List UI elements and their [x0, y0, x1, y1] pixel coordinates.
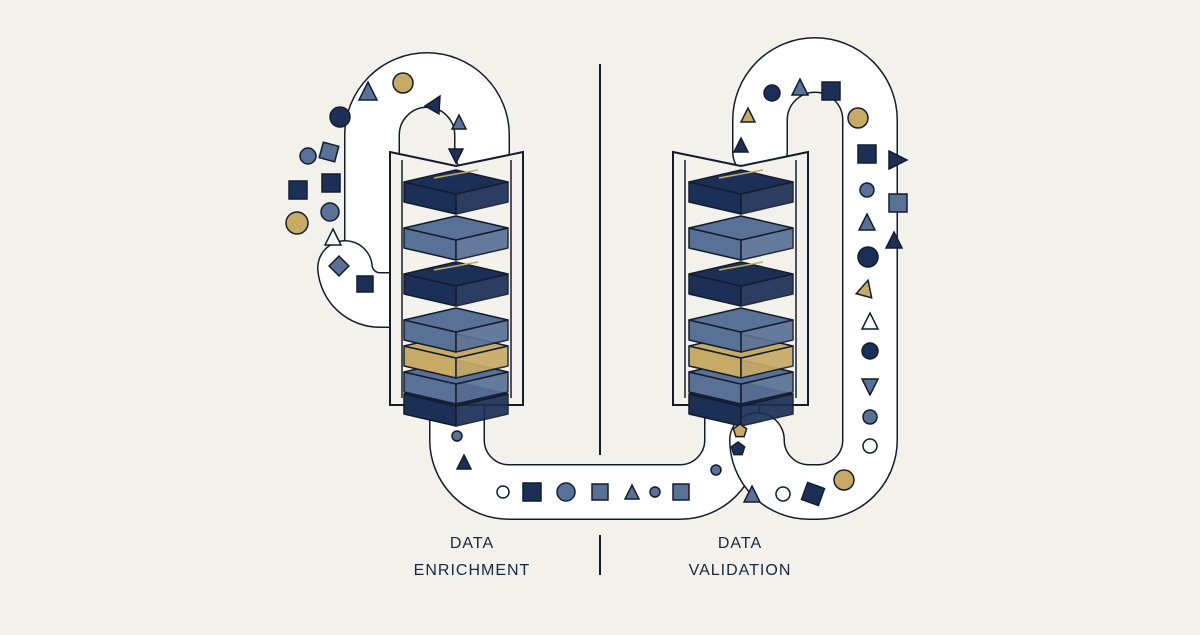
triangle-icon — [323, 227, 343, 246]
circle-icon — [833, 469, 855, 491]
data-tokens — [285, 72, 909, 507]
enrichment-label-line2: ENRICHMENT — [413, 562, 531, 579]
circle-icon — [862, 409, 878, 425]
circle-icon — [496, 485, 510, 499]
diamond-icon — [328, 255, 350, 277]
triangle-icon — [447, 148, 465, 165]
enrichment-label: DATA ENRICHMENT — [362, 530, 582, 584]
enrichment-layer-4 — [403, 307, 509, 353]
square-icon — [356, 275, 374, 293]
circle-icon — [285, 211, 309, 235]
square-icon — [888, 193, 908, 213]
circle-icon — [857, 246, 879, 268]
triangle-icon — [423, 94, 441, 116]
triangle-icon — [854, 278, 873, 299]
circle-icon — [862, 438, 878, 454]
circle-icon — [451, 430, 463, 442]
triangle-icon — [742, 484, 762, 503]
pentagon-icon — [732, 423, 748, 438]
circle-icon — [763, 84, 781, 102]
circle-icon — [847, 107, 869, 129]
pentagon-icon — [730, 441, 746, 456]
triangle-icon — [623, 483, 641, 500]
circle-icon — [329, 106, 351, 128]
square-icon — [591, 483, 609, 501]
circle-icon — [859, 182, 875, 198]
enrichment-stack — [389, 150, 524, 427]
validation-layer-1 — [688, 169, 794, 215]
square-icon — [522, 482, 542, 502]
square-icon — [800, 481, 826, 507]
square-icon — [821, 81, 841, 101]
enrichment-layer-3 — [403, 261, 509, 307]
validation-layer-2 — [688, 215, 794, 261]
square-icon — [857, 144, 877, 164]
validation-label-line2: VALIDATION — [688, 562, 792, 579]
circle-icon — [710, 464, 722, 476]
triangle-icon — [357, 80, 379, 101]
triangle-icon — [790, 77, 810, 96]
validation-layer-3 — [688, 261, 794, 307]
square-icon — [318, 141, 340, 163]
triangle-icon — [857, 212, 877, 231]
validation-label: DATA VALIDATION — [630, 530, 850, 584]
enrichment-label-line1: DATA — [449, 535, 495, 552]
circle-icon — [556, 482, 576, 502]
circle-icon — [861, 342, 879, 360]
enrichment-layer-1 — [403, 169, 509, 215]
circle-icon — [775, 486, 791, 502]
triangle-icon — [884, 230, 904, 249]
square-icon — [288, 180, 308, 200]
circle-icon — [649, 486, 661, 498]
triangle-icon — [860, 378, 880, 397]
validation-layer-4 — [688, 307, 794, 353]
triangle-icon — [888, 149, 909, 171]
circle-icon — [299, 147, 317, 165]
enrichment-layer-2 — [403, 215, 509, 261]
square-icon — [672, 483, 690, 501]
validation-stack — [672, 150, 809, 427]
triangle-icon — [860, 311, 880, 330]
circle-icon — [392, 72, 414, 94]
triangle-icon — [450, 113, 468, 130]
square-icon — [321, 173, 341, 193]
triangle-icon — [455, 453, 473, 470]
validation-label-line1: DATA — [717, 535, 763, 552]
circle-icon — [320, 202, 340, 222]
triangle-icon — [732, 136, 750, 153]
triangle-icon — [739, 106, 757, 123]
